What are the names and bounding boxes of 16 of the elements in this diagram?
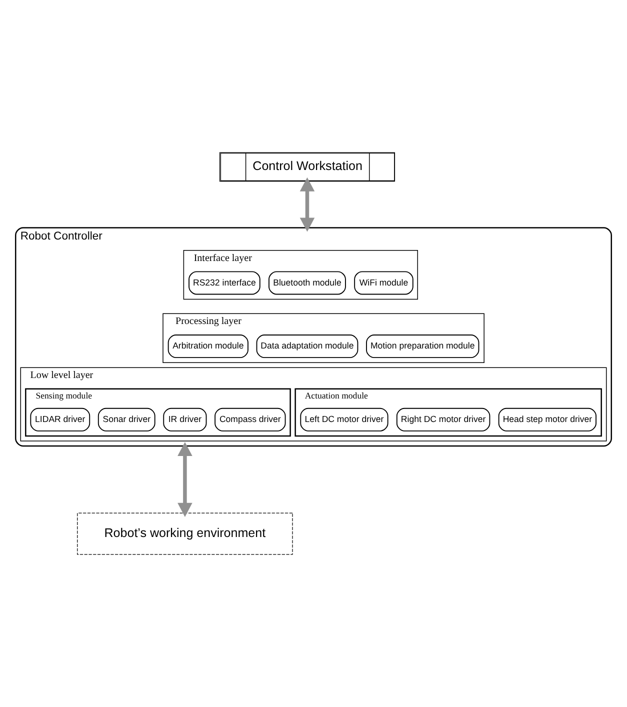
node-box: Compass driver (214, 408, 286, 432)
node-box: Head step motor driver (498, 408, 596, 432)
arrow (178, 442, 192, 517)
node-box: Data adaptation module (256, 334, 358, 358)
arrow (300, 177, 315, 232)
node-box: IR driver (163, 408, 207, 432)
node-box: Robot’s working environment (77, 512, 293, 555)
node-box: Left DC motor driver (300, 408, 388, 432)
node-box: Sonar driver (98, 408, 156, 432)
node-box: Motion preparation module (366, 334, 480, 358)
node-box: LIDAR driver (30, 408, 90, 432)
node-box: RS232 interface (188, 271, 260, 295)
node-box: Right DC motor driver (396, 408, 490, 432)
node-box: Bluetooth module (268, 271, 346, 295)
node-box: Arbitration module (168, 334, 248, 358)
node-box: WiFi module (354, 271, 414, 295)
